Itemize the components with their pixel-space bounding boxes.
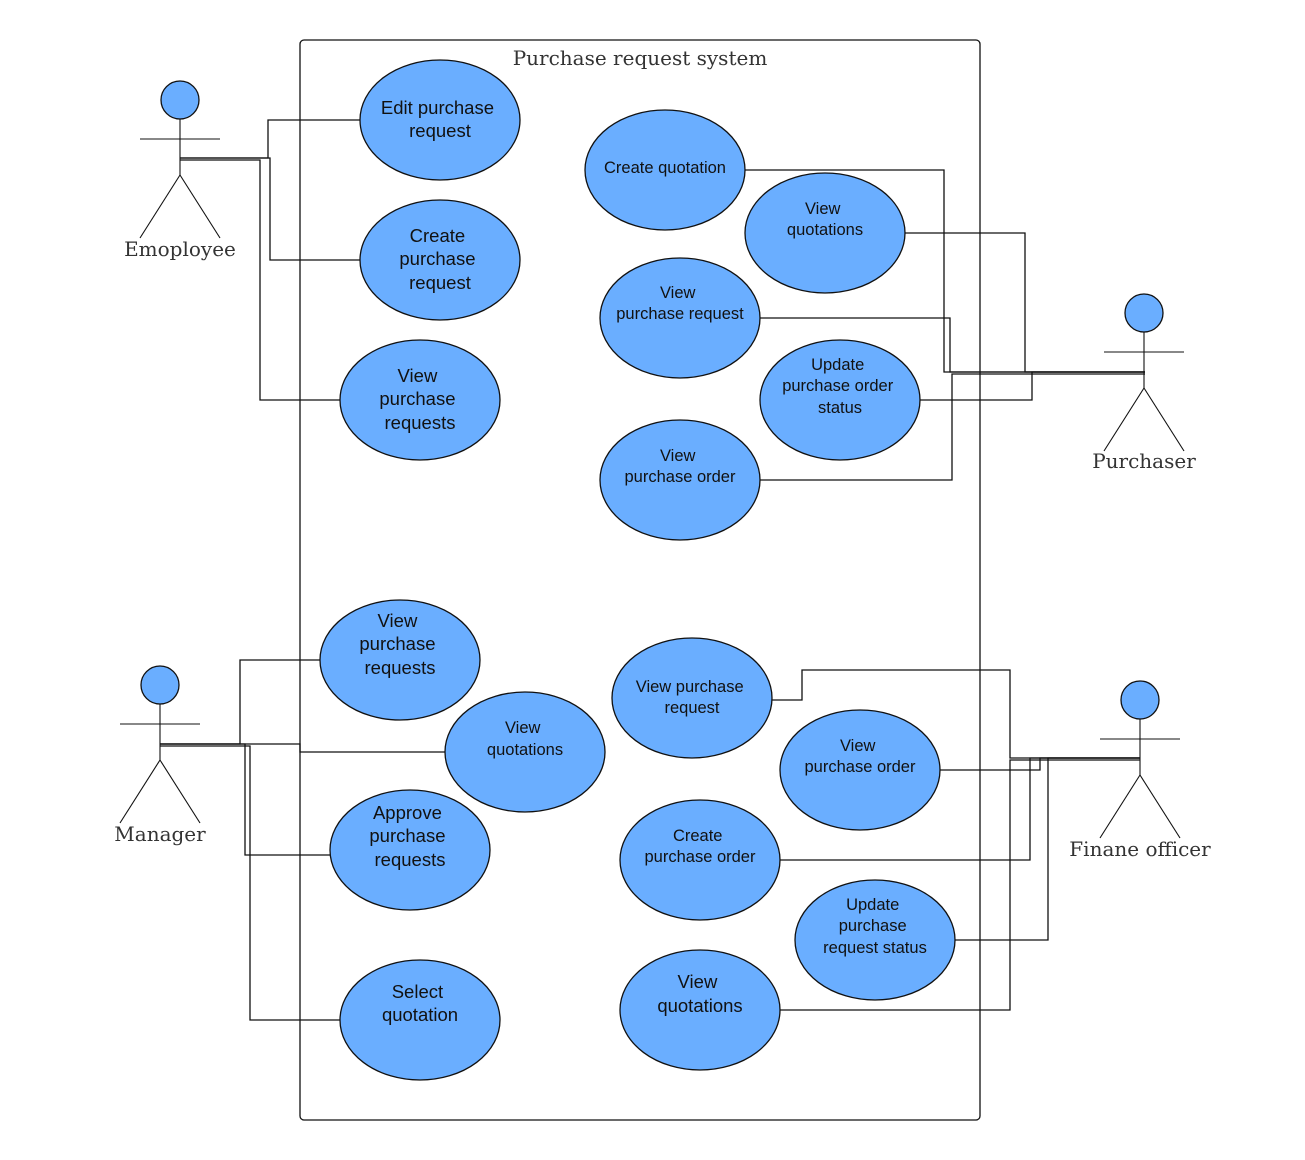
usecase-create-quotation[interactable]: Create quotation — [584, 109, 746, 231]
usecase-view-quotations-finance[interactable]: View quotations — [619, 949, 781, 1071]
actor-label: Finane officer — [1069, 837, 1211, 861]
usecase-label: Update purchase order status — [782, 356, 898, 417]
actor-label: Purchaser — [1092, 449, 1196, 473]
link-finance-view-quotations — [780, 759, 1140, 1011]
link-manager-approve-pr — [160, 743, 330, 856]
usecase-label: Select quotation — [382, 981, 458, 1025]
usecase-view-purchase-request-finance[interactable]: View purchase request — [611, 637, 773, 759]
usecase-view-quotations-purchaser[interactable]: View quotations — [744, 172, 906, 294]
link-employee-view-pr — [180, 159, 340, 401]
link-purchaser-update-po — [920, 371, 1145, 401]
usecases: Edit purchase request Create purchase re… — [319, 59, 956, 1081]
usecase-label: View purchase request — [616, 284, 744, 323]
actor-finance-officer[interactable]: Finane officer — [1069, 680, 1211, 861]
usecase-create-purchase-order[interactable]: Create purchase order — [619, 799, 781, 921]
usecase-label: View purchase requests — [359, 610, 440, 678]
actor-employee[interactable]: Emoployee — [124, 80, 236, 261]
actor-purchaser[interactable]: Purchaser — [1092, 293, 1196, 473]
usecase-label: View quotations — [657, 971, 742, 1016]
actor-label: Manager — [114, 822, 206, 846]
usecase-label: View purchase requests — [379, 365, 460, 433]
associations — [160, 119, 1145, 1021]
usecase-view-quotations-manager[interactable]: View quotations — [444, 691, 606, 813]
link-purchaser-view-po — [760, 373, 1145, 481]
usecase-label: Create purchase order — [645, 827, 756, 866]
actor-head-icon — [1120, 680, 1160, 720]
usecase-view-purchase-requests-employee[interactable]: View purchase requests — [339, 339, 501, 461]
actor-manager[interactable]: Manager — [114, 665, 206, 846]
usecase-update-purchase-order-status[interactable]: Update purchase order status — [759, 339, 921, 461]
usecase-view-purchase-request-purchaser[interactable]: View purchase request — [599, 257, 761, 379]
usecase-label: Edit purchase request — [381, 97, 499, 141]
usecase-label: View purchase request — [636, 678, 749, 717]
usecase-view-purchase-order-purchaser[interactable]: View purchase order — [599, 419, 761, 541]
actor-label: Emoployee — [124, 237, 236, 261]
usecase-label: Update purchase request status — [823, 896, 927, 957]
link-manager-select-quotation — [160, 745, 340, 1021]
usecase-view-purchase-order-finance[interactable]: View purchase order — [779, 709, 941, 831]
usecase-update-purchase-request-status[interactable]: Update purchase request status — [794, 879, 956, 1001]
actor-head-icon — [160, 80, 200, 120]
usecase-label: View quotations — [487, 719, 563, 759]
usecase-edit-purchase-request[interactable]: Edit purchase request — [359, 59, 521, 181]
usecase-label: Approve purchase requests — [369, 802, 450, 870]
system-title: Purchase request system — [513, 46, 768, 70]
usecase-create-purchase-request[interactable]: Create purchase request — [359, 199, 521, 321]
usecase-label: Create purchase request — [399, 225, 480, 293]
usecase-view-purchase-requests-manager[interactable]: View purchase requests — [319, 599, 481, 721]
usecase-select-quotation[interactable]: Select quotation — [339, 959, 501, 1081]
usecase-label: View purchase order — [805, 737, 916, 776]
usecase-label: Create quotation — [604, 159, 726, 177]
usecase-label: View quotations — [787, 200, 863, 239]
link-manager-view-pr — [160, 659, 320, 745]
usecase-approve-purchase-requests[interactable]: Approve purchase requests — [329, 789, 491, 911]
link-employee-create-pr — [180, 157, 360, 261]
actor-head-icon — [1124, 293, 1164, 333]
actor-head-icon — [140, 665, 180, 705]
usecase-label: View purchase order — [625, 447, 736, 486]
link-finance-update-pr-status — [955, 757, 1140, 941]
